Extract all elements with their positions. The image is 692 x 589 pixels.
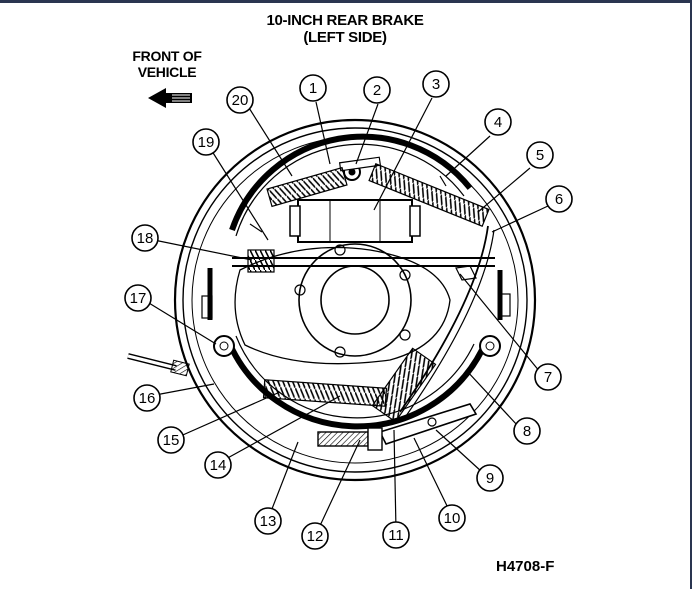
window-right-border xyxy=(690,0,692,589)
callout-2-label: 2 xyxy=(373,82,381,99)
callout-13-label: 13 xyxy=(260,513,277,530)
callout-16: 16 xyxy=(133,384,161,412)
front-line-1: FRONT OF xyxy=(132,48,202,64)
callout-17-label: 17 xyxy=(130,290,147,307)
diagram-title: 10-INCH REAR BRAKE (LEFT SIDE) xyxy=(180,12,510,46)
leader-lines xyxy=(143,97,549,531)
callout-16-label: 16 xyxy=(139,390,156,407)
adjuster-spring xyxy=(371,347,437,423)
callout-10: 10 xyxy=(438,504,466,532)
callout-6: 6 xyxy=(545,185,573,213)
callout-12-label: 12 xyxy=(307,528,324,545)
callout-10-label: 10 xyxy=(444,510,461,527)
callout-8: 8 xyxy=(513,417,541,445)
callout-14-label: 14 xyxy=(210,457,227,474)
callout-20: 20 xyxy=(226,86,254,114)
callout-5: 5 xyxy=(526,141,554,169)
callout-5-label: 5 xyxy=(536,147,544,164)
axle-flange xyxy=(234,243,451,365)
callout-20-label: 20 xyxy=(232,92,249,109)
callout-19: 19 xyxy=(192,128,220,156)
adjusting-screw xyxy=(317,427,383,451)
callout-11-label: 11 xyxy=(388,527,404,544)
title-line-2: (LEFT SIDE) xyxy=(303,29,387,46)
front-of-vehicle-label: FRONT OF VEHICLE xyxy=(112,48,222,80)
shoe-details xyxy=(201,175,511,319)
upper-retracting-springs xyxy=(266,163,490,227)
front-line-2: VEHICLE xyxy=(137,64,197,80)
callout-14: 14 xyxy=(204,451,232,479)
callout-17: 17 xyxy=(124,284,152,312)
parking-brake-cable xyxy=(127,353,190,377)
callout-15: 15 xyxy=(157,426,185,454)
parking-brake-strut xyxy=(232,249,495,273)
callout-9-label: 9 xyxy=(486,470,494,487)
callout-13: 13 xyxy=(254,507,282,535)
callout-4: 4 xyxy=(484,108,512,136)
callout-12: 12 xyxy=(301,522,329,550)
figure-code: H4708-F xyxy=(496,558,555,575)
callout-15-label: 15 xyxy=(163,432,180,449)
callout-11: 11 xyxy=(382,521,410,549)
callout-7: 7 xyxy=(534,363,562,391)
callout-4-label: 4 xyxy=(494,114,502,131)
wheel-cylinder xyxy=(289,199,421,243)
front-arrow-icon xyxy=(148,88,192,108)
callout-3-label: 3 xyxy=(432,76,440,93)
adjuster-lever xyxy=(378,403,478,445)
adjuster-screw-spring xyxy=(262,379,388,407)
hold-down-pins xyxy=(213,335,501,357)
callout-7-label: 7 xyxy=(544,369,552,386)
callout-8-label: 8 xyxy=(523,423,531,440)
callout-9: 9 xyxy=(476,464,504,492)
callout-19-label: 19 xyxy=(198,134,215,151)
callout-1: 1 xyxy=(299,74,327,102)
callout-1-label: 1 xyxy=(309,80,317,97)
window-top-border xyxy=(0,0,692,3)
callout-6-label: 6 xyxy=(555,191,563,208)
callout-2: 2 xyxy=(363,76,391,104)
callout-3: 3 xyxy=(422,70,450,98)
title-line-1: 10-INCH REAR BRAKE xyxy=(266,12,424,29)
callout-18: 18 xyxy=(131,224,159,252)
callout-18-label: 18 xyxy=(137,230,154,247)
anchor-pin xyxy=(338,156,382,181)
